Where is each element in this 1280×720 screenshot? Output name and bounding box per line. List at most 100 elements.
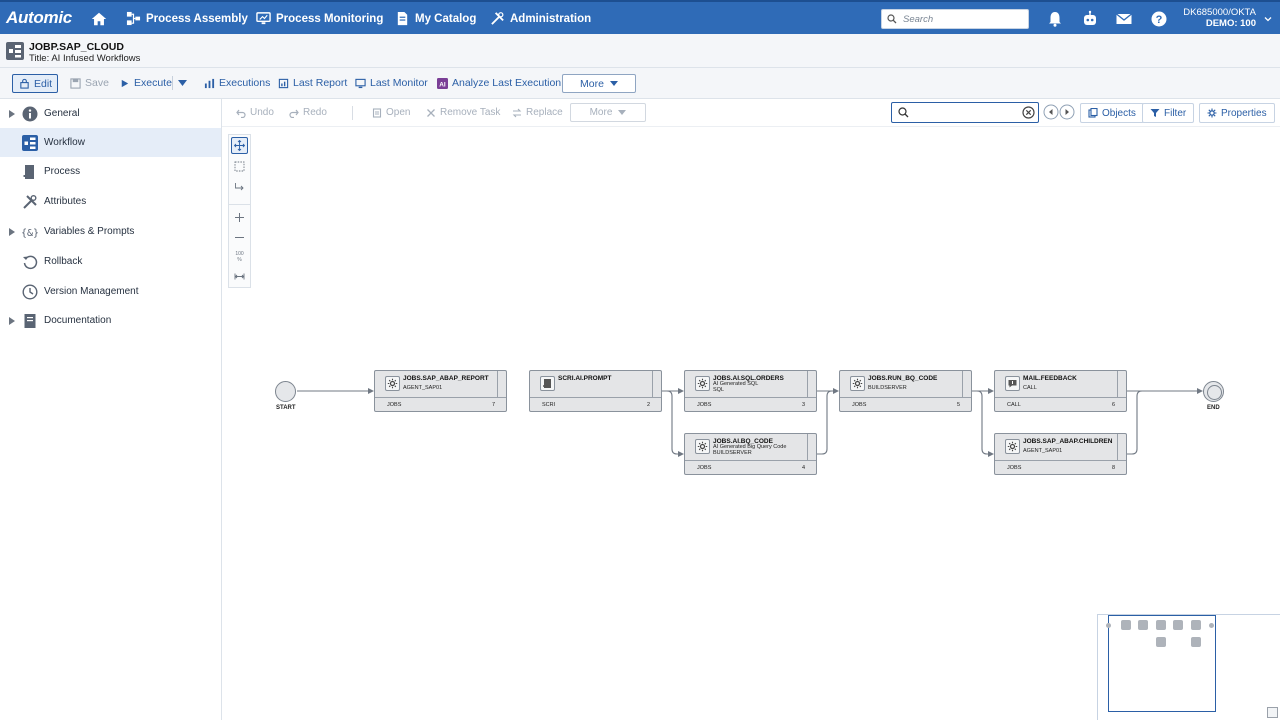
edit-button-label: Edit xyxy=(34,77,53,90)
sidebar-item-rollback[interactable]: Rollback xyxy=(0,247,221,276)
top-navigation-bar: Automic Process Assembly Process Monitor… xyxy=(0,0,1280,34)
task-scri-ai-prompt[interactable]: SCRI.AI.PROMPT SCRI 2 xyxy=(529,370,662,412)
sidebar-item-label: Attributes xyxy=(44,196,87,207)
remove-task-button[interactable]: Remove Task xyxy=(426,107,500,118)
nav-administration[interactable]: Administration xyxy=(490,11,591,26)
zoom-in-tool[interactable] xyxy=(231,209,248,226)
last-monitor-button[interactable]: Last Monitor xyxy=(355,77,428,89)
brand-logo[interactable]: Automic xyxy=(6,8,72,27)
fit-width-tool[interactable] xyxy=(231,268,248,285)
edit-button[interactable]: Edit xyxy=(12,74,58,93)
execute-button-label: Execute xyxy=(134,77,172,89)
sidebar-item-version-management[interactable]: Version Management xyxy=(0,277,221,306)
last-report-button[interactable]: Last Report xyxy=(278,77,347,89)
user-account[interactable]: DK685000/OKTA DEMO: 100 xyxy=(1183,7,1256,29)
sidebar-item-process[interactable]: Process xyxy=(0,157,221,186)
minimap-resize-handle[interactable] xyxy=(1267,707,1278,718)
task-type: JOBS xyxy=(852,402,867,408)
redo-button[interactable]: Redo xyxy=(289,107,327,118)
script-icon xyxy=(540,376,555,391)
minimap-viewport[interactable] xyxy=(1108,615,1216,712)
task-number: 4 xyxy=(801,465,805,471)
sidebar-item-label: Variables & Prompts xyxy=(44,226,135,237)
more-menu-button[interactable]: More xyxy=(562,74,636,93)
save-button[interactable]: Save xyxy=(70,77,109,89)
user-client: DEMO: 100 xyxy=(1205,18,1256,29)
minimap[interactable] xyxy=(1097,614,1280,720)
task-jobs-ai-sql-orders[interactable]: JOBS.AI.SQL.ORDERS AI Generated SQL SQL … xyxy=(684,370,817,412)
properties-button-label: Properties xyxy=(1221,107,1267,119)
task-divider xyxy=(995,460,1126,461)
nav-process-assembly[interactable]: Process Assembly xyxy=(126,11,248,26)
undo-button[interactable]: Undo xyxy=(236,107,274,118)
nav-process-monitoring[interactable]: Process Monitoring xyxy=(256,11,383,26)
expand-arrow-icon[interactable] xyxy=(9,227,15,236)
executions-button[interactable]: Executions xyxy=(204,77,270,89)
expand-arrow-icon[interactable] xyxy=(9,316,15,325)
task-jobs-sap-abap-children[interactable]: JOBS.SAP_ABAP.CHILDREN AGENT_SAP01 JOBS … xyxy=(994,433,1127,475)
open-button[interactable]: Open xyxy=(372,107,410,118)
canvas-search-input[interactable] xyxy=(891,102,1039,123)
pan-tool[interactable] xyxy=(231,137,248,154)
connect-tool[interactable] xyxy=(231,179,248,196)
end-node[interactable] xyxy=(1203,381,1224,402)
objects-icon xyxy=(1088,108,1098,118)
sidebar-item-variables-prompts[interactable]: {&} Variables & Prompts xyxy=(0,217,221,246)
sidebar-item-workflow[interactable]: Workflow xyxy=(0,128,221,157)
connector-icon xyxy=(235,183,244,191)
minimap-task xyxy=(1138,620,1148,630)
zoom-100-tool[interactable]: 100 % xyxy=(231,248,248,265)
execute-button[interactable]: Execute xyxy=(119,77,172,89)
properties-button[interactable]: Properties xyxy=(1199,103,1275,123)
home-icon[interactable] xyxy=(90,10,108,28)
help-icon[interactable]: ? xyxy=(1150,10,1168,28)
minimap-task xyxy=(1156,637,1166,647)
zoom-out-tool[interactable] xyxy=(231,229,248,246)
edge-prompt-to-bq-code xyxy=(661,390,684,457)
mail-icon[interactable] xyxy=(1115,10,1133,28)
next-match-icon[interactable] xyxy=(1059,104,1075,120)
nav-my-catalog[interactable]: My Catalog xyxy=(395,11,476,26)
task-jobs-sap-abap-report[interactable]: JOBS.SAP_ABAP_REPORT AGENT_SAP01 JOBS 7 xyxy=(374,370,507,412)
sidebar-item-label: Process xyxy=(44,166,81,177)
assistant-bot-icon[interactable] xyxy=(1081,10,1099,28)
task-agent: BUILDSERVER xyxy=(713,450,752,456)
task-jobs-run-bq-code[interactable]: JOBS.RUN_BQ_CODE BUILDSERVER JOBS 5 xyxy=(839,370,972,412)
objects-button[interactable]: Objects xyxy=(1080,103,1144,123)
canvas-more-button[interactable]: More xyxy=(570,103,646,122)
filter-button[interactable]: Filter xyxy=(1142,103,1195,123)
sidebar-item-attributes[interactable]: Attributes xyxy=(0,187,221,216)
workflow-canvas[interactable]: Undo Redo Open Remove Task Replace More xyxy=(222,99,1280,720)
marquee-select-icon xyxy=(234,161,245,172)
previous-match-icon[interactable] xyxy=(1043,104,1059,120)
task-name: JOBS.SAP_ABAP_REPORT xyxy=(403,375,489,382)
object-toolbar: Edit Save Execute Executions Last Report… xyxy=(0,68,1280,99)
global-search-input[interactable]: Search xyxy=(881,9,1029,29)
clear-search-icon[interactable] xyxy=(1022,106,1035,119)
expand-arrow-icon[interactable] xyxy=(9,109,15,118)
undo-label: Undo xyxy=(250,107,274,118)
task-agent: AGENT_SAP01 xyxy=(403,385,443,391)
start-node[interactable] xyxy=(275,381,296,402)
execute-dropdown-caret-icon[interactable] xyxy=(178,80,187,87)
replace-button[interactable]: Replace xyxy=(512,107,563,118)
minimap-start-node xyxy=(1106,623,1111,628)
notifications-bell-icon[interactable] xyxy=(1046,10,1064,28)
chevron-down-icon[interactable] xyxy=(1264,15,1272,23)
sidebar-item-general[interactable]: General xyxy=(0,99,221,128)
process-assembly-icon xyxy=(126,11,141,26)
canvas-more-label: More xyxy=(589,107,613,118)
task-jobs-ai-bq-code[interactable]: JOBS.AI.BQ_CODE AI Generated Big Query C… xyxy=(684,433,817,475)
object-header: JOBP.SAP_CLOUD Title: AI Infused Workflo… xyxy=(0,34,1280,68)
task-divider xyxy=(840,397,971,398)
end-label: END xyxy=(1207,405,1220,411)
task-number: 2 xyxy=(646,402,650,408)
analyze-last-execution-button[interactable]: AI Analyze Last Execution xyxy=(437,77,561,89)
sidebar-item-documentation[interactable]: Documentation xyxy=(0,306,221,335)
move-icon xyxy=(234,140,245,151)
task-mail-feedback[interactable]: MAIL.FEEDBACK CALL CALL 6 xyxy=(994,370,1127,412)
bar-chart-icon xyxy=(204,78,215,88)
job-icon xyxy=(1005,439,1020,454)
minimap-end-node xyxy=(1209,623,1214,628)
select-tool[interactable] xyxy=(231,158,248,175)
